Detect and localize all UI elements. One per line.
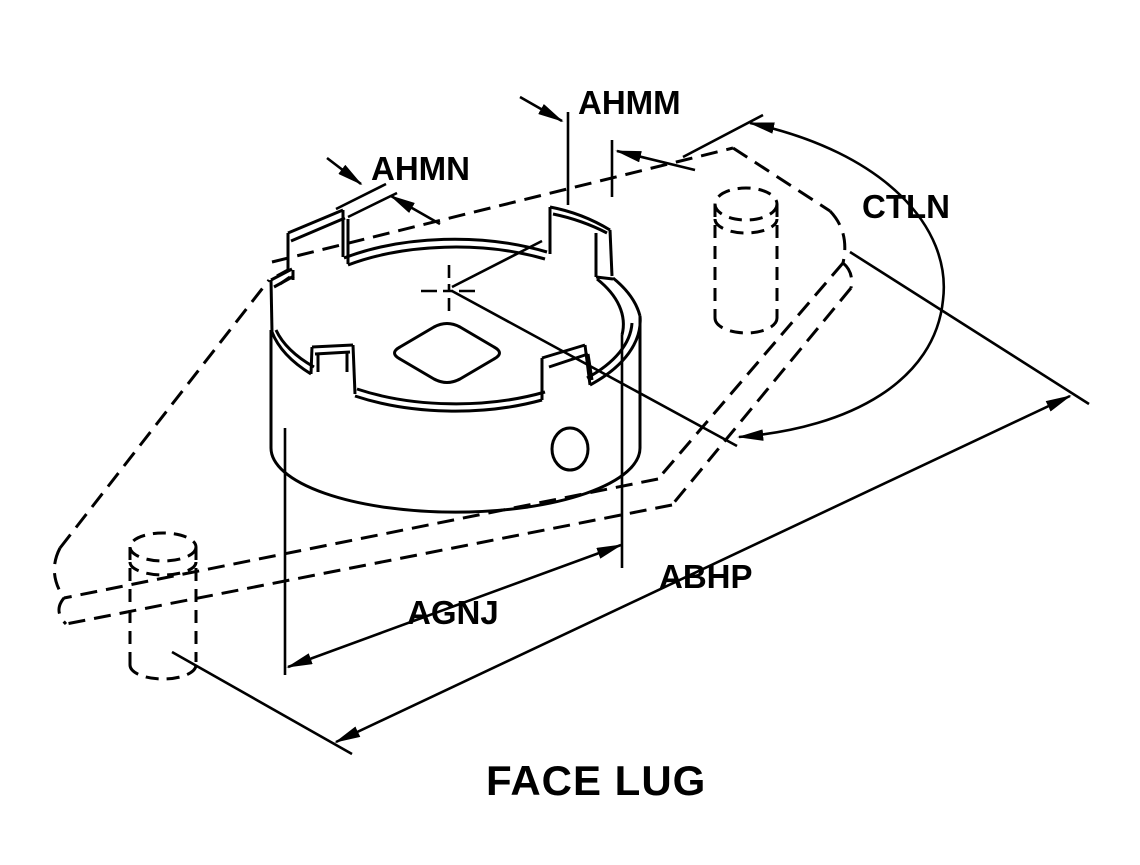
ahmm-arrow-left bbox=[519, 95, 564, 123]
abhp-extension-right bbox=[849, 250, 1090, 406]
ahmn-extension-upper bbox=[335, 182, 387, 211]
ctln-extension-top bbox=[682, 113, 764, 159]
dim-label-ctln: CTLN bbox=[862, 188, 950, 225]
radius-line-lower bbox=[451, 289, 738, 448]
dim-label-ahmm: AHMM bbox=[578, 84, 681, 121]
dim-label-ahmn: AHMN bbox=[371, 150, 470, 187]
ahmm-arrow-right bbox=[615, 149, 696, 172]
dimension-ahmm: AHMM bbox=[519, 84, 696, 205]
radius-line-upper bbox=[451, 239, 543, 289]
dimension-ahmn: AHMN bbox=[326, 150, 470, 226]
socket-body bbox=[269, 205, 642, 514]
ahmn-extension-lower bbox=[347, 191, 398, 219]
ahmn-arrow-upper bbox=[326, 156, 363, 186]
dowel-pin-right bbox=[713, 186, 779, 335]
dimension-abhp: ABHP bbox=[171, 250, 1090, 756]
abhp-dimension-line bbox=[334, 394, 1072, 744]
drawing-title: FACE LUG bbox=[486, 757, 706, 804]
abhp-extension-left bbox=[171, 650, 353, 756]
center-marks bbox=[421, 239, 738, 448]
ahmn-arrow-lower bbox=[389, 194, 441, 226]
square-drive-hole bbox=[393, 322, 501, 384]
dowel-pin-left bbox=[128, 531, 198, 681]
dimension-agnj: AGNJ bbox=[283, 335, 624, 675]
dim-label-abhp: ABHP bbox=[659, 558, 753, 595]
dimension-ctln: CTLN bbox=[682, 113, 950, 441]
side-hole bbox=[550, 426, 590, 472]
dim-label-agnj: AGNJ bbox=[407, 594, 499, 631]
